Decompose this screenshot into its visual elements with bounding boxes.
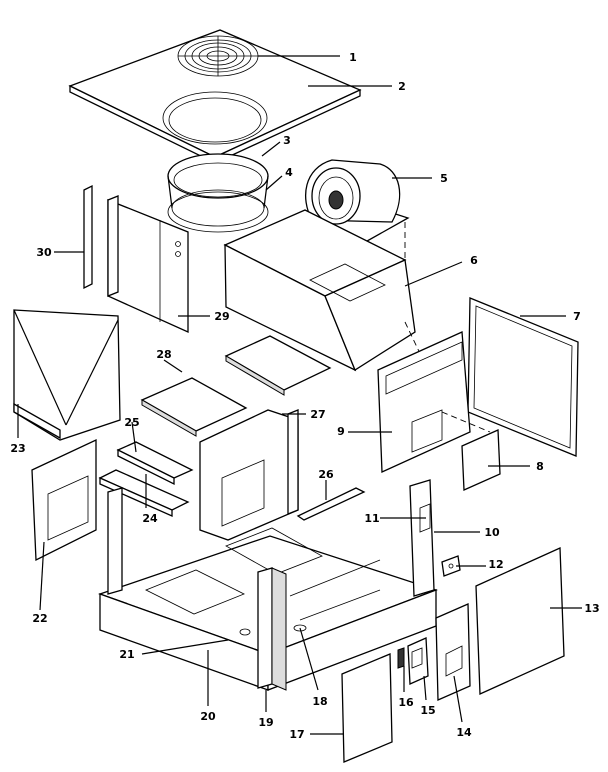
callout-26: 26: [318, 468, 334, 481]
callout-30: 30: [36, 246, 52, 259]
callout-6: 6: [470, 254, 478, 267]
callout-23: 23: [10, 442, 25, 455]
callout-22: 22: [32, 612, 47, 625]
callout-19: 19: [258, 716, 273, 729]
blower-housing: [298, 159, 410, 246]
corner-post-19: [257, 567, 287, 691]
callout-2: 2: [398, 80, 406, 93]
filter-pads: [140, 335, 332, 437]
callout-8: 8: [536, 460, 544, 473]
fan-grille: [177, 35, 259, 77]
leader-lines: [17, 55, 582, 735]
callout-4: 4: [285, 166, 293, 179]
venturi-ring: [167, 153, 269, 233]
partition-box: [223, 209, 436, 386]
callouts: 1 2 3 4 5 6 7 8 9 10 11 12 13 14 15 16 1…: [10, 51, 599, 741]
top-panel: [68, 29, 362, 165]
door-panel-22: [31, 438, 97, 562]
filter-frame: [13, 309, 121, 441]
callout-13: 13: [584, 602, 599, 615]
callout-9: 9: [337, 425, 345, 438]
front-panel-17: [341, 653, 393, 763]
callout-28: 28: [156, 348, 171, 361]
callout-25: 25: [124, 416, 139, 429]
callout-1: 1: [349, 51, 357, 64]
side-panel-29: [107, 195, 189, 334]
bracket-30: [83, 184, 93, 290]
divider-panel: [199, 409, 299, 541]
callout-15: 15: [420, 704, 435, 717]
callout-3: 3: [283, 134, 291, 147]
right-post-10: [409, 479, 435, 597]
callout-11: 11: [364, 512, 379, 525]
callout-5: 5: [440, 172, 448, 185]
switch-16: [397, 647, 405, 669]
callout-27: 27: [310, 408, 325, 421]
callout-12: 12: [488, 558, 503, 571]
left-post: [107, 487, 123, 595]
callout-7: 7: [573, 310, 581, 323]
cover-plate-8: [461, 429, 501, 491]
callout-17: 17: [289, 728, 304, 741]
callout-24: 24: [142, 512, 158, 525]
right-panel-7: [467, 297, 579, 457]
side-panel-13: [475, 547, 565, 695]
electrical-box-15: [407, 637, 429, 685]
callout-10: 10: [484, 526, 500, 539]
access-panel-9: [377, 331, 491, 473]
callout-20: 20: [200, 710, 216, 723]
callout-16: 16: [398, 696, 414, 709]
rod-26: [296, 487, 366, 521]
callout-18: 18: [312, 695, 327, 708]
callout-29: 29: [214, 310, 229, 323]
support-channels: [98, 441, 194, 518]
control-panel-14: [435, 603, 471, 701]
small-bracket-12: [441, 555, 461, 577]
callout-21: 21: [119, 648, 134, 661]
callout-14: 14: [456, 726, 472, 739]
